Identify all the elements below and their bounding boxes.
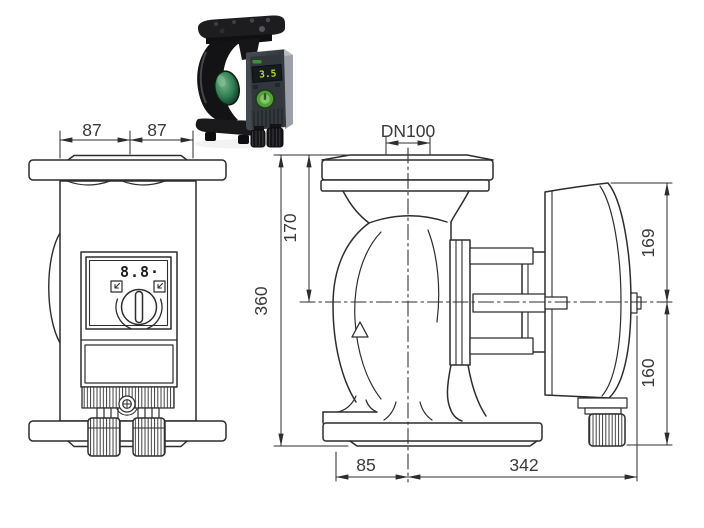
brand-logo	[252, 60, 262, 64]
side-dim-160: 160	[638, 358, 658, 387]
photo-glass-window	[213, 70, 241, 106]
side-centerlines	[299, 147, 675, 483]
side-dim-169: 169	[638, 228, 658, 257]
side-dimensions: DN100 360 170 169 160 85 342	[251, 121, 673, 482]
front-cable-gland-right	[132, 417, 166, 457]
side-dim-85: 85	[356, 455, 375, 475]
front-display: 8.8·	[85, 256, 172, 330]
photo-cable-glands	[250, 124, 284, 148]
photo-display: 3.5	[251, 63, 283, 84]
photo-terminal-ribs	[251, 107, 286, 129]
side-view-drawing: DN100 360 170 169 160 85 342	[251, 121, 675, 483]
side-dim-342: 342	[509, 455, 538, 475]
photo-button-right	[275, 83, 280, 87]
side-dim-360: 360	[251, 286, 271, 315]
front-view-drawing: 87 87 8.8·	[28, 120, 227, 457]
front-button-right	[153, 280, 166, 293]
side-dim-dn100: DN100	[381, 121, 436, 141]
front-cable-gland-left	[87, 417, 121, 457]
front-bottom-flange	[28, 420, 227, 448]
front-dim-87-right: 87	[147, 120, 166, 140]
side-volute	[332, 190, 487, 422]
photo-knob	[255, 89, 275, 109]
front-knob	[115, 288, 163, 330]
photo-control-module: 3.5	[246, 49, 293, 148]
product-photo: 3.5	[194, 15, 293, 149]
front-display-reading: 8.8·	[120, 263, 160, 281]
photo-display-reading: 3.5	[259, 68, 277, 80]
front-dim-87-left: 87	[82, 120, 101, 140]
front-top-flange	[28, 154, 227, 181]
photo-button-left	[253, 85, 258, 89]
side-cable-gland	[588, 413, 626, 447]
front-control-module: 8.8·	[80, 251, 178, 388]
side-control-module	[544, 182, 642, 447]
side-top-flange	[320, 154, 494, 192]
side-foot	[322, 411, 543, 447]
side-dim-170: 170	[280, 213, 300, 242]
flow-direction-triangle-icon	[351, 321, 369, 338]
front-screw	[116, 395, 138, 416]
front-button-left	[110, 280, 123, 293]
side-studs	[469, 247, 568, 355]
front-dimensions: 87 87	[59, 120, 194, 159]
